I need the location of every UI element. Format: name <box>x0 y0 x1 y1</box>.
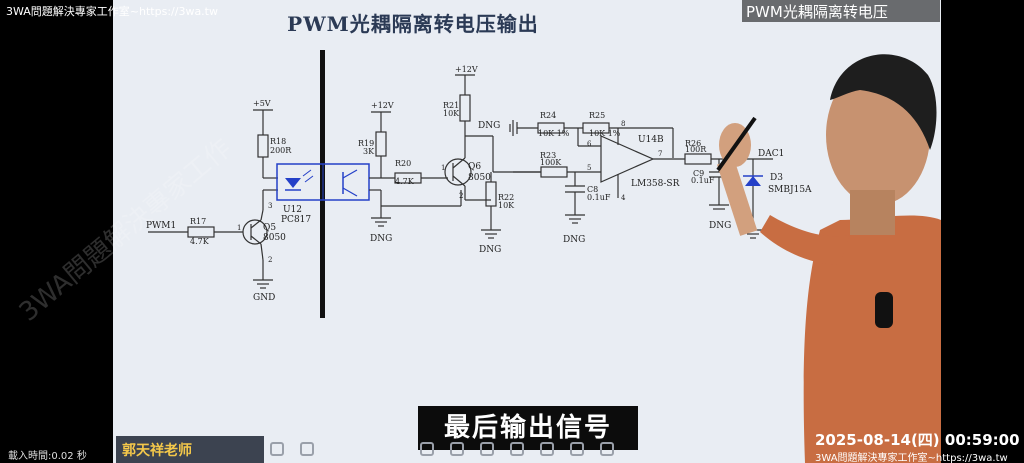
label-q6: Q6 <box>468 162 481 172</box>
pin-6: 6 <box>587 140 592 148</box>
toolbar-icon <box>570 442 584 456</box>
teacher-name: 郭天祥老师 <box>122 443 192 459</box>
label-r19: R19 <box>358 139 374 148</box>
label-u12: U12 <box>283 205 302 215</box>
label-r18-value: 200R <box>270 146 292 155</box>
label-q5: Q5 <box>263 223 276 233</box>
label-dng1: DNG <box>370 234 392 244</box>
label-q6-value: 8050 <box>468 173 491 183</box>
pin-2-q5: 2 <box>268 256 272 264</box>
pin-5: 5 <box>587 164 591 172</box>
label-dng-top: DNG <box>478 121 500 131</box>
pin-1-q5: 1 <box>237 224 241 232</box>
top-right-title: PWM光耦隔离转电压 <box>742 0 940 22</box>
label-r17: R17 <box>190 217 206 226</box>
teacher-name-bar <box>116 436 264 463</box>
presenter-figure <box>716 54 941 463</box>
toolbar-icon <box>420 442 434 456</box>
label-r24: R24 <box>540 111 556 120</box>
label-r23: R23 <box>540 151 556 160</box>
label-c9-value: 0.1uF <box>691 176 715 185</box>
label-c8: C8 <box>587 185 598 194</box>
label-dac1: DAC1 <box>758 149 784 159</box>
label-gnd: GND <box>253 293 275 303</box>
pin-4: 4 <box>621 194 626 202</box>
label-r26: R26 <box>685 139 701 148</box>
label-v5: +5V <box>253 99 271 108</box>
slide-toolbar <box>270 438 630 463</box>
label-d3: D3 <box>770 173 783 183</box>
label-r21-value: 10K <box>443 109 460 118</box>
watermark-bottom: 3WA問題解決專家工作室~https://3wa.tw <box>815 453 1008 463</box>
schematic-diagram: +5V R18 200R PWM1 R17 4.7K Q5 8050 GND U… <box>146 50 812 318</box>
label-r22-value: 10K <box>498 201 515 210</box>
label-r21: R21 <box>443 101 459 110</box>
pin-3-q5: 3 <box>268 202 272 210</box>
label-c9: C9 <box>693 169 704 178</box>
toolbar-icon <box>480 442 494 456</box>
label-r25-value: 10K 1% <box>589 129 621 138</box>
label-lm358: LM358-SR <box>631 179 680 189</box>
load-time: 載入時間:0.02 秒 <box>8 451 87 462</box>
label-r22: R22 <box>498 193 514 202</box>
pin-2-q6: 2 <box>459 192 463 200</box>
toolbar-icon <box>540 442 554 456</box>
label-v12a: +12V <box>371 101 394 110</box>
label-r17-value: 4.7K <box>190 237 210 246</box>
label-pwm1: PWM1 <box>146 221 176 231</box>
label-pc817: PC817 <box>281 215 311 225</box>
toolbar-icon <box>270 442 284 456</box>
label-v12b: +12V <box>455 65 478 74</box>
label-d3-value: SMBJ15A <box>768 185 812 195</box>
label-dng2: DNG <box>479 245 501 255</box>
subtitle-caption: 最后输出信号 <box>418 406 638 450</box>
toolbar-icon <box>510 442 524 456</box>
label-dng3: DNG <box>563 235 585 245</box>
label-r20-value: 4.7K <box>395 177 415 186</box>
label-r18: R18 <box>270 137 286 146</box>
timestamp: 2025-08-14(四) 00:59:00 <box>815 431 1020 449</box>
label-r25: R25 <box>589 111 605 120</box>
toolbar-icon <box>300 442 314 456</box>
label-r19-value: 3K <box>363 147 375 156</box>
pin-8: 8 <box>621 120 625 128</box>
label-c8-value: 0.1uF <box>587 193 611 202</box>
label-dng4: DNG <box>709 221 731 231</box>
label-r26-value: 100R <box>685 145 707 154</box>
label-u14b: U14B <box>638 135 664 145</box>
pin-7: 7 <box>658 150 662 158</box>
label-r20: R20 <box>395 159 411 168</box>
watermark-top: 3WA問題解決專家工作室~https://3wa.tw <box>6 5 218 18</box>
label-r24-value: 10K 1% <box>538 129 570 138</box>
toolbar-icon <box>450 442 464 456</box>
label-r23-value: 100K <box>540 158 562 167</box>
slide-title: PWM光耦隔离转电压输出 <box>287 12 539 36</box>
label-q5-value: 8050 <box>263 233 286 243</box>
toolbar-icon <box>600 442 614 456</box>
pin-1-q6: 1 <box>441 164 445 172</box>
